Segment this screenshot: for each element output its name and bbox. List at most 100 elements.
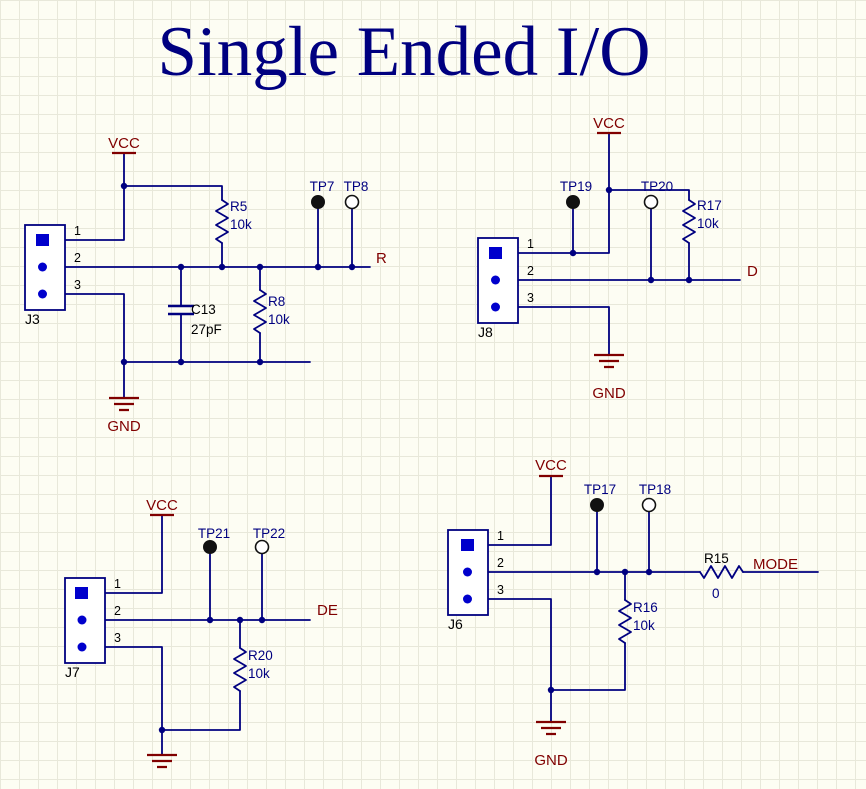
testpoint-tp8[interactable] xyxy=(344,194,360,210)
junction-dots xyxy=(158,616,266,734)
junction-dot xyxy=(158,726,166,734)
tp22-label[interactable]: TP22 xyxy=(253,526,285,541)
tp20-label[interactable]: TP20 xyxy=(641,179,673,194)
j7-designator[interactable]: J7 xyxy=(65,664,80,680)
r5-designator[interactable]: R5 xyxy=(230,199,247,214)
pin1-square xyxy=(75,587,88,599)
j3-designator[interactable]: J3 xyxy=(25,311,40,327)
junction-dot xyxy=(258,616,266,624)
tp17-label[interactable]: TP17 xyxy=(584,482,616,497)
pin1-square xyxy=(461,539,474,551)
testpoint-tp20[interactable] xyxy=(643,194,659,210)
gnd-symbol[interactable] xyxy=(147,753,177,769)
net-label-d[interactable]: D xyxy=(747,263,758,280)
junction-dot xyxy=(645,568,653,576)
pin1-square xyxy=(36,234,49,246)
resistor-r5-symbol[interactable] xyxy=(215,199,229,244)
testpoint-tp7[interactable] xyxy=(311,195,325,209)
circuit-d[interactable]: VCC GND D R17 10k TP19 TP20 J8 1 2 3 xyxy=(477,115,758,402)
r15-value[interactable]: 0 xyxy=(712,586,720,601)
net-label-de[interactable]: DE xyxy=(317,602,338,619)
testpoint-tp21[interactable] xyxy=(203,540,217,554)
j8-designator[interactable]: J8 xyxy=(478,324,493,340)
pin-number-3: 3 xyxy=(497,583,504,597)
wire-net[interactable] xyxy=(467,475,819,723)
vcc-label[interactable]: VCC xyxy=(146,497,178,514)
pin1-square xyxy=(489,247,502,259)
connector-j7[interactable] xyxy=(64,577,106,664)
pin-number-3: 3 xyxy=(527,291,534,305)
c13-value[interactable]: 27pF xyxy=(191,322,222,337)
capacitor-c13-symbol[interactable] xyxy=(168,304,194,316)
pin2-dot xyxy=(38,262,47,272)
connector-j6[interactable] xyxy=(447,529,489,616)
junction-dot xyxy=(547,686,555,694)
pin-number-2: 2 xyxy=(527,264,534,278)
pin2-dot xyxy=(491,275,500,285)
r20-value[interactable]: 10k xyxy=(248,666,270,681)
junction-dot xyxy=(256,263,264,271)
pin-number-1: 1 xyxy=(114,577,121,591)
net-label-mode[interactable]: MODE xyxy=(753,556,798,573)
pin-number-1: 1 xyxy=(527,237,534,251)
r20-designator[interactable]: R20 xyxy=(248,648,273,663)
r17-designator[interactable]: R17 xyxy=(697,198,722,213)
r16-designator[interactable]: R16 xyxy=(633,600,658,615)
testpoint-tp18[interactable] xyxy=(641,497,657,513)
testpoint-tp22[interactable] xyxy=(254,539,270,555)
junction-dot xyxy=(314,263,322,271)
resistor-r20-symbol[interactable] xyxy=(233,647,247,692)
r16-value[interactable]: 10k xyxy=(633,618,655,633)
junction-dot xyxy=(605,186,613,194)
tp18-label[interactable]: TP18 xyxy=(639,482,671,497)
j6-designator[interactable]: J6 xyxy=(448,616,463,632)
wire-net[interactable] xyxy=(81,514,311,756)
gnd-label[interactable]: GND xyxy=(534,752,568,769)
pin3-dot xyxy=(463,594,472,604)
circuit-r[interactable]: VCC GND R R5 10k C13 27pF R8 10k TP7 TP8… xyxy=(24,135,387,435)
junction-dot xyxy=(120,182,128,190)
vcc-label[interactable]: VCC xyxy=(535,457,567,474)
junction-dot xyxy=(685,276,693,284)
junction-dot xyxy=(256,358,264,366)
connector-j3[interactable] xyxy=(24,224,66,311)
tp7-label[interactable]: TP7 xyxy=(310,179,335,194)
r15-designator[interactable]: R15 xyxy=(704,551,729,566)
pin-number-2: 2 xyxy=(114,604,121,618)
tp19-label[interactable]: TP19 xyxy=(560,179,592,194)
junction-dots xyxy=(120,182,356,366)
vcc-label[interactable]: VCC xyxy=(593,115,625,132)
r17-value[interactable]: 10k xyxy=(697,216,719,231)
vcc-label[interactable]: VCC xyxy=(108,135,140,152)
testpoint-tp19[interactable] xyxy=(566,195,580,209)
gnd-symbol[interactable] xyxy=(536,720,566,736)
sheet-title[interactable]: Single Ended I/O xyxy=(158,13,651,91)
r8-designator[interactable]: R8 xyxy=(268,294,285,309)
pin3-dot xyxy=(38,289,47,299)
resistor-r8-symbol[interactable] xyxy=(253,289,267,334)
gnd-symbol[interactable] xyxy=(594,353,624,369)
junction-dot xyxy=(236,616,244,624)
c13-designator[interactable]: C13 xyxy=(191,302,216,317)
circuit-de[interactable]: VCC DE R20 10k TP21 TP22 J7 1 2 3 xyxy=(64,497,338,769)
junction-dot xyxy=(177,358,185,366)
junction-dot xyxy=(120,358,128,366)
gnd-label[interactable]: GND xyxy=(107,418,141,435)
pin2-dot xyxy=(463,567,472,577)
testpoint-tp17[interactable] xyxy=(590,498,604,512)
net-label-r[interactable]: R xyxy=(376,250,387,267)
tp8-label[interactable]: TP8 xyxy=(344,179,369,194)
gnd-label[interactable]: GND xyxy=(592,385,626,402)
tp21-label[interactable]: TP21 xyxy=(198,526,230,541)
connector-j8[interactable] xyxy=(477,237,519,324)
resistor-r15-symbol[interactable] xyxy=(699,565,744,579)
pin3-dot xyxy=(77,642,87,652)
r5-value[interactable]: 10k xyxy=(230,217,252,232)
junction-dot xyxy=(593,568,601,576)
circuit-mode[interactable]: VCC GND MODE R15 0 R16 10k TP17 TP18 J6 … xyxy=(447,457,819,769)
r8-value[interactable]: 10k xyxy=(268,312,290,327)
resistor-r16-symbol[interactable] xyxy=(618,599,632,644)
resistor-r17-symbol[interactable] xyxy=(682,199,696,244)
gnd-symbol[interactable] xyxy=(109,396,139,412)
